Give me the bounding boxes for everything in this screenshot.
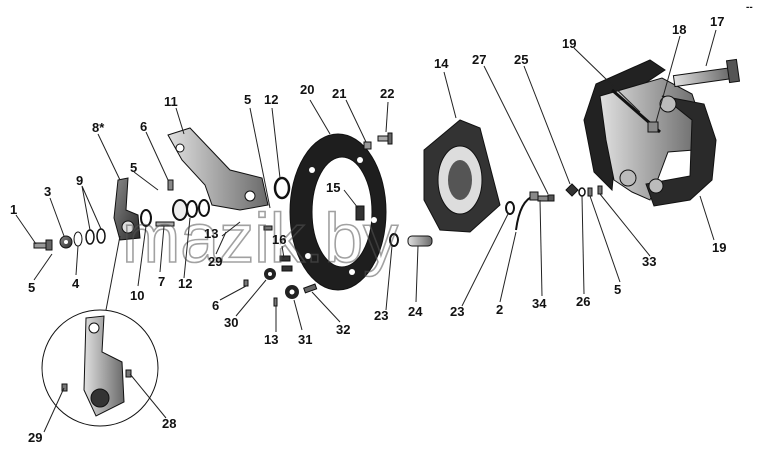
label-15: 15 <box>326 180 340 195</box>
label-33: 33 <box>642 254 656 269</box>
bolt-22 <box>377 132 393 145</box>
label-19: 19 <box>562 36 576 51</box>
label-11: 11 <box>164 94 178 109</box>
label-28: 28 <box>162 416 176 431</box>
bushing-12a <box>172 199 210 221</box>
slack-adjuster-8 <box>113 177 141 241</box>
rings-9 <box>85 228 106 245</box>
label-32: 32 <box>336 322 350 337</box>
label-5: 5 <box>28 280 35 295</box>
washer-4 <box>73 231 83 247</box>
label-20: 20 <box>300 82 314 97</box>
bolt-5d <box>587 187 593 197</box>
label-26: 26 <box>576 294 590 309</box>
label-16: 16 <box>272 232 286 247</box>
housing-14 <box>423 119 501 233</box>
label-9: 9 <box>76 173 83 188</box>
label-1: 1 <box>10 202 17 217</box>
label-29: 29 <box>28 430 42 445</box>
plate-25 <box>565 183 579 197</box>
label-14: 14 <box>434 56 449 71</box>
detail-inset <box>41 309 159 427</box>
label-34: 34 <box>532 296 547 311</box>
label-5: 5 <box>614 282 621 297</box>
pin-33 <box>597 185 603 195</box>
label-17: 17 <box>710 14 724 29</box>
axle-17 <box>672 58 741 88</box>
label-12: 12 <box>178 276 192 291</box>
washer-26 <box>578 187 586 197</box>
label-5: 5 <box>130 160 137 175</box>
label-13: 13 <box>264 332 278 347</box>
bolt-1 <box>33 239 53 251</box>
nut-3 <box>59 235 73 249</box>
label-31: 31 <box>298 332 312 347</box>
label-6: 6 <box>212 298 219 313</box>
pins-13-16 <box>263 225 293 272</box>
nut-21 <box>363 141 372 150</box>
label-4: 4 <box>72 276 80 291</box>
fitting-27-34 <box>537 194 555 202</box>
corner-mark: -- <box>746 2 753 13</box>
pin-7 <box>155 221 175 227</box>
label-27: 27 <box>472 52 486 67</box>
label-5: 5 <box>244 92 251 107</box>
fitting-2 <box>515 191 539 231</box>
label-24: 24 <box>408 304 423 319</box>
sensor-15 <box>355 205 365 221</box>
ring-23a <box>389 233 399 247</box>
pin-6b <box>243 279 249 287</box>
label-21: 21 <box>332 86 346 101</box>
bracket-11 <box>167 127 269 211</box>
leader-lines <box>15 29 717 433</box>
label-6: 6 <box>140 119 147 134</box>
label-18: 18 <box>672 22 686 37</box>
label-10: 10 <box>130 288 144 303</box>
label-8: 8* <box>92 120 105 135</box>
label-19: 19 <box>712 240 726 255</box>
label-12: 12 <box>264 92 278 107</box>
cover-disc-20 <box>289 133 387 291</box>
ring-23b <box>505 201 515 215</box>
washer-30 <box>264 268 276 280</box>
label-29: 29 <box>208 254 222 269</box>
bolt-5-small <box>167 179 174 191</box>
part-labels: 1 3 5 4 9 8* 6 5 10 7 11 12 29 13 5 12 6… <box>10 2 753 445</box>
brake-shoes-19 <box>583 59 717 207</box>
label-2: 2 <box>496 302 503 317</box>
sleeve-24 <box>407 235 433 247</box>
label-3: 3 <box>44 184 51 199</box>
label-7: 7 <box>158 274 165 289</box>
spring-18 <box>611 88 661 134</box>
label-30: 30 <box>224 315 238 330</box>
watermark: mazik.by <box>122 199 398 277</box>
pin-13b <box>273 297 278 307</box>
bolt-32 <box>303 283 318 294</box>
washer-12b <box>273 176 291 200</box>
label-22: 22 <box>380 86 394 101</box>
label-13: 13 <box>204 226 218 241</box>
label-25: 25 <box>514 52 528 67</box>
washer-31 <box>285 285 299 299</box>
label-23: 23 <box>374 308 388 323</box>
label-23: 23 <box>450 304 464 319</box>
